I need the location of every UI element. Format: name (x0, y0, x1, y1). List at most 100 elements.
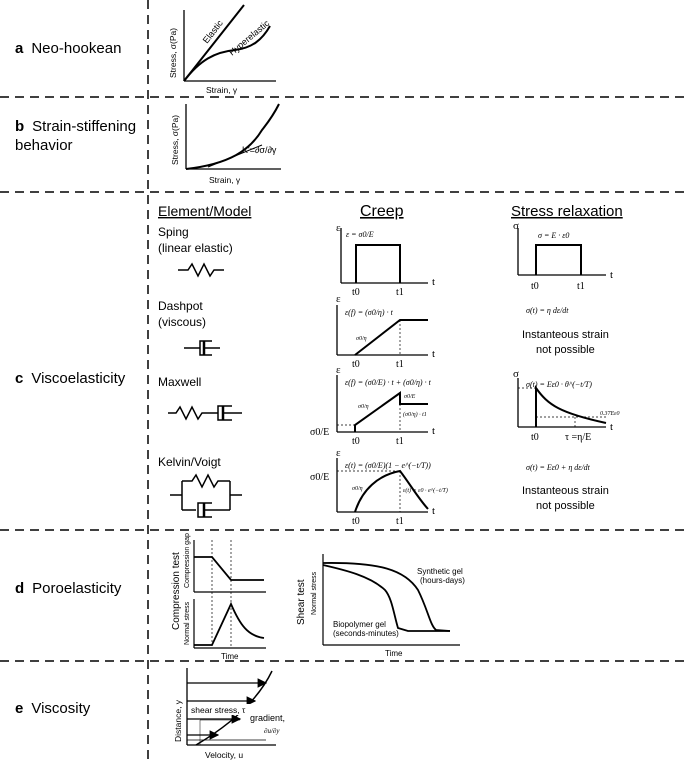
creep-header: Creep (360, 203, 404, 220)
svg-text:t: t (610, 269, 613, 281)
svg-text:τ =η/E: τ =η/E (565, 432, 591, 443)
relax-dashpot-note: σ(t) = η dε/dt Instanteous strain not po… (522, 306, 609, 356)
model-dashpot-name: Dashpot (158, 299, 203, 313)
dashpot-symbol (184, 340, 220, 356)
svg-text:σ = E · ε0: σ = E · ε0 (538, 231, 569, 240)
svg-text:ε: ε (336, 364, 341, 376)
svg-text:t: t (432, 348, 435, 360)
svg-text:shear stress, τ: shear stress, τ (191, 705, 246, 715)
svg-text:t0: t0 (352, 359, 360, 370)
row-b-label-line2: behavior (15, 137, 73, 154)
model-spring-sub: (linear elastic) (158, 241, 233, 255)
svg-text:t0: t0 (531, 432, 539, 443)
svg-text:σ0/E: σ0/E (310, 427, 329, 438)
creep-spring-plot: ε t t0 t1 ε = σ0/E (336, 222, 435, 298)
relax-maxwell-plot: σ t t0 τ =η/E σ(t) = Eε0 · θ^(−t/T) 0.37… (513, 368, 620, 443)
svg-text:Compression gap: Compression gap (184, 533, 191, 588)
svg-text:t1: t1 (396, 359, 404, 370)
neo-xlabel: Strain, γ (206, 85, 238, 95)
svg-text:ε(t) = (σ0/E)(1 − e^(−t/T)): ε(t) = (σ0/E)(1 − e^(−t/T)) (345, 461, 431, 470)
shear-test-plot: Shear test Normal stress Synthetic gel (… (296, 554, 465, 658)
svg-text:ε(f) = (σ0/η) · t: ε(f) = (σ0/η) · t (345, 308, 394, 317)
compression-test-plot: Compression test Compression gap Normal … (171, 533, 266, 661)
svg-text:ε: ε (336, 293, 341, 305)
svg-text:∂u/∂y: ∂u/∂y (264, 727, 280, 735)
svg-text:σ0/η: σ0/η (352, 486, 363, 492)
svg-text:σ(t) = Eε0 · θ^(−t/T): σ(t) = Eε0 · θ^(−t/T) (526, 380, 592, 389)
svg-text:σ0/η: σ0/η (358, 404, 369, 410)
svg-text:Shear test: Shear test (296, 579, 307, 625)
svg-text:not possible: not possible (536, 500, 595, 512)
relaxation-header: Stress relaxation (511, 203, 623, 220)
svg-text:(hours-days): (hours-days) (420, 576, 465, 585)
svg-text:Normal stress: Normal stress (184, 601, 191, 645)
svg-text:(seconds-minutes): (seconds-minutes) (333, 629, 399, 638)
svg-text:t1: t1 (396, 516, 404, 527)
svg-text:σ: σ (513, 220, 519, 232)
svg-text:t0: t0 (352, 516, 360, 527)
svg-text:gradient,: gradient, (250, 713, 285, 723)
creep-kelvin-plot: ε t t0 t1 σ0/E ε(t) = (σ0/E)(1 − e^(−t/T… (310, 447, 448, 527)
maxwell-symbol (168, 405, 242, 421)
neo-ylabel: Stress, σ(Pa) (168, 28, 178, 78)
neo-hookean-plot: Elastic Hyperelastic Stress, σ(Pa) Strai… (168, 4, 276, 95)
svg-text:Velocity, u: Velocity, u (205, 750, 243, 760)
svg-text:ε: ε (336, 222, 341, 234)
svg-text:t: t (610, 421, 613, 433)
model-dashpot-sub: (viscous) (158, 315, 206, 329)
model-list: Sping (linear elastic) Dashpot (viscous)… (158, 225, 233, 469)
creep-maxwell-plot: ε t t0 t1 σ0/E ε(f) = (σ0/E) · t + (σ0/η… (310, 364, 435, 447)
svg-text:t1: t1 (396, 287, 404, 298)
svg-text:Normal stress: Normal stress (311, 571, 318, 615)
spring-symbol (178, 262, 224, 278)
svg-text:t: t (432, 276, 435, 288)
creep-dashpot-plot: ε t t0 t1 ε(f) = (σ0/η) · t σ0/η (336, 293, 435, 370)
svg-text:t0: t0 (352, 436, 360, 447)
svg-text:t1: t1 (577, 281, 585, 292)
svg-text:σ(t) = η dε/dt: σ(t) = η dε/dt (526, 306, 569, 315)
viscosity-plot: shear stress, τ gradient, ∂u/∂y Distance… (173, 668, 285, 760)
visco-headers: Element/Model Creep Stress relaxation (158, 203, 623, 220)
svg-text:(σ0/η) · t1: (σ0/η) · t1 (403, 411, 427, 418)
svg-text:ε: ε (336, 447, 341, 459)
svg-text:Time: Time (221, 652, 239, 661)
svg-text:Synthetic gel: Synthetic gel (417, 567, 463, 576)
svg-text:t0: t0 (352, 287, 360, 298)
svg-text:ε(f) = (σ0/E) · t + (σ0/η) · t: ε(f) = (σ0/E) · t + (σ0/η) · t (345, 378, 432, 387)
model-kelvin-name: Kelvin/Voigt (158, 455, 221, 469)
svg-text:t0: t0 (531, 281, 539, 292)
svg-text:0.37Eε0: 0.37Eε0 (600, 411, 620, 417)
hyperelastic-curve-label: Hyperelastic (227, 18, 272, 58)
svg-text:t: t (432, 505, 435, 517)
svg-text:Time: Time (385, 649, 403, 658)
stiff-xlabel: Strain, γ (209, 175, 241, 185)
relax-spring-plot: σ t t0 t1 σ = E · ε0 (513, 220, 613, 292)
svg-text:t1: t1 (396, 436, 404, 447)
svg-text:σ: σ (513, 368, 519, 380)
svg-text:σ0/η: σ0/η (356, 336, 367, 342)
svg-text:σ0/E: σ0/E (310, 472, 329, 483)
kelvin-voigt-symbol (170, 473, 242, 518)
svg-text:ε(t) = ε0 · e^(−t/T): ε(t) = ε0 · e^(−t/T) (403, 487, 448, 494)
model-spring-name: Sping (158, 225, 189, 239)
relax-kelvin-note: σ(t) = Eε0 + η dε/dt Instanteous strain … (522, 463, 609, 512)
stiff-ylabel: Stress, σ(Pa) (170, 115, 180, 165)
elastic-curve-label: Elastic (201, 18, 226, 45)
svg-text:ε = σ0/E: ε = σ0/E (346, 230, 374, 239)
stiffness-annotation: K'=∂σ/∂γ (242, 145, 277, 155)
svg-text:Distance, y: Distance, y (173, 699, 183, 742)
model-header: Element/Model (158, 203, 251, 219)
strain-stiffening-plot: K'=∂σ/∂γ Stress, σ(Pa) Strain, γ (170, 103, 281, 185)
svg-text:Instanteous strain: Instanteous strain (522, 329, 609, 341)
svg-text:not possible: not possible (536, 344, 595, 356)
svg-text:σ(t) = Eε0 + η dε/dt: σ(t) = Eε0 + η dε/dt (526, 463, 591, 472)
svg-text:σ0/E: σ0/E (404, 394, 416, 400)
model-maxwell-name: Maxwell (158, 375, 201, 389)
svg-text:Instanteous strain: Instanteous strain (522, 485, 609, 497)
